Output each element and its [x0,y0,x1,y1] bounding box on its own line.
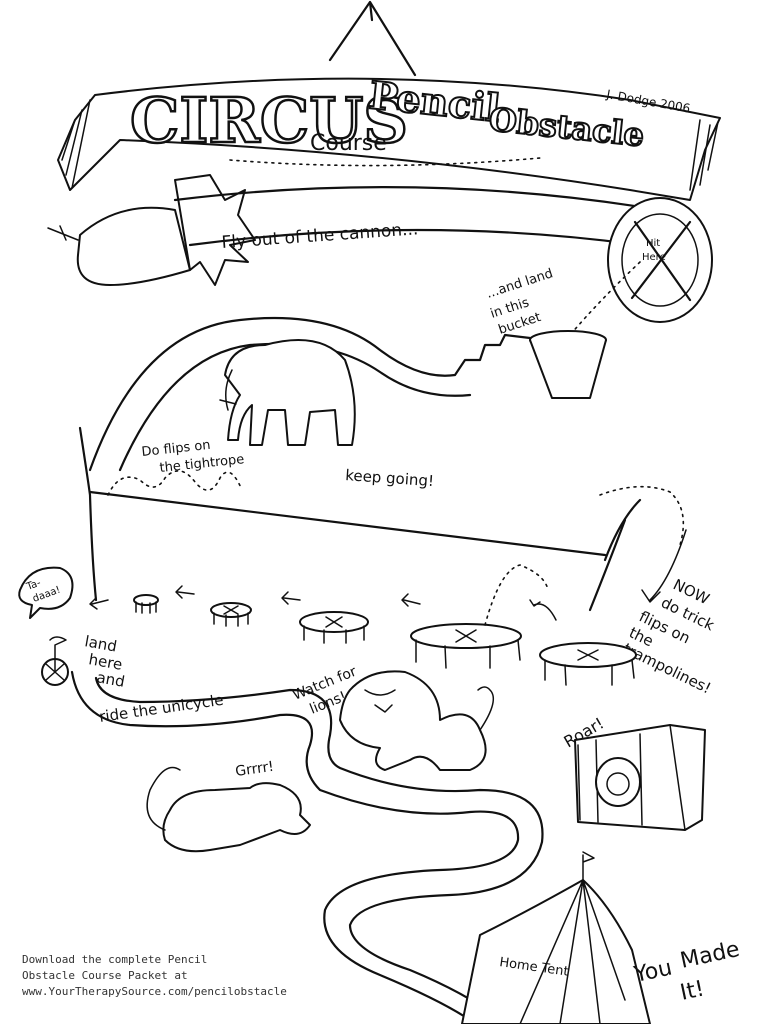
cannon [47,174,256,286]
made-it-label-3: It! [678,976,707,1005]
unicycle-label: ride the unicycle [98,691,224,726]
tada-bubble [18,566,74,619]
unicycle [41,636,69,686]
made-it-label-1: You [631,956,674,989]
tramp-label-5: trampolines! [620,639,714,697]
lion-cage [574,724,706,831]
tightrope [88,490,607,557]
elephant [219,339,356,446]
trampoline-1 [539,642,637,686]
flight-path-top [173,186,662,212]
tada-label-1: Ta- [24,577,42,593]
footer-line-1: Download the complete Pencil [22,953,208,966]
lion-standing [339,670,495,771]
slide-dotted-path [599,485,685,546]
road-edge-outer [70,670,520,1022]
title-course: Course [310,131,387,156]
flight-path-bottom [188,228,642,247]
footer-line-2: Obstacle Course Packet at [22,969,188,982]
bucket-dotted-path [569,261,641,336]
slide-right [588,518,627,612]
trampoline-4 [210,602,252,627]
trampolines [133,594,637,686]
elephant-arch-top [88,316,532,472]
home-tent [461,851,651,1024]
target-label-hit: Hit [646,238,660,249]
target-label-here: Here [642,252,666,263]
tightrope-pole-left [78,426,98,602]
trampoline-arrows [89,564,557,626]
made-it-label-2: Made [678,937,742,974]
slide-left [603,498,642,562]
title-banner [57,0,721,201]
keep-going-label: keep going! [345,466,435,490]
land-label-2: here [87,650,123,674]
trampoline-3 [299,611,369,644]
slide-arrow [641,529,687,603]
footer-download-note: Download the complete Pencil Obstacle Co… [22,952,342,1000]
lion-lying [146,766,311,853]
grrr-label: Grrrr! [234,759,275,780]
trampoline-2 [410,623,522,669]
bucket [529,330,607,399]
trampoline-5 [133,594,159,614]
land-label-3: and [95,668,126,691]
cannon-label: Fly out of the cannon... [221,219,419,253]
footer-line-3[interactable]: www.YourTherapySource.com/pencilobstacle [22,985,287,998]
tightrope-flip-path [107,470,243,496]
land-label-1: land [83,632,118,655]
road-edge-inner [94,676,544,1022]
title-circus: CIRCUS [130,84,408,157]
target [607,197,713,323]
flips-label-1: Do flips on [141,438,211,460]
